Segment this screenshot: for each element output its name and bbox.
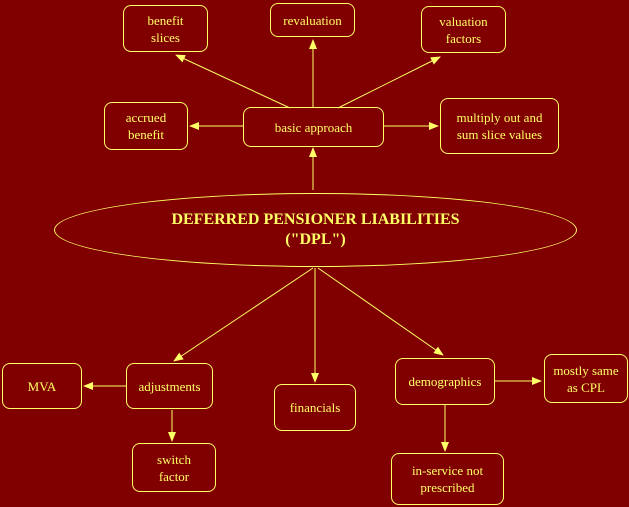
arrow-center-to-demographics xyxy=(317,267,444,356)
center-ellipse-dpl: DEFERRED PENSIONER LIABILITIES ("DPL") xyxy=(54,193,577,267)
node-basic-approach: basic approach xyxy=(243,107,384,147)
node-demographics: demographics xyxy=(395,358,495,405)
node-financials: financials xyxy=(274,384,356,431)
node-mva: MVA xyxy=(2,363,82,409)
node-valuation-factors: valuation factors xyxy=(421,6,506,53)
node-mostly-same-as-cpl: mostly same as CPL xyxy=(544,354,628,403)
node-accrued-benefit: accrued benefit xyxy=(104,102,188,150)
node-benefit-slices: benefit slices xyxy=(123,5,208,52)
arrow-center-to-adjustments xyxy=(173,267,314,362)
node-in-service-not-prescribed: in-service not prescribed xyxy=(391,453,504,505)
node-multiply-out: multiply out and sum slice values xyxy=(440,98,559,154)
node-switch-factor: switch factor xyxy=(132,443,216,492)
node-revaluation: revaluation xyxy=(270,3,355,37)
arrow-basic-to-valuation-factors xyxy=(337,56,441,109)
node-adjustments: adjustments xyxy=(126,363,213,409)
arrow-basic-to-benefit-slices xyxy=(175,54,291,109)
